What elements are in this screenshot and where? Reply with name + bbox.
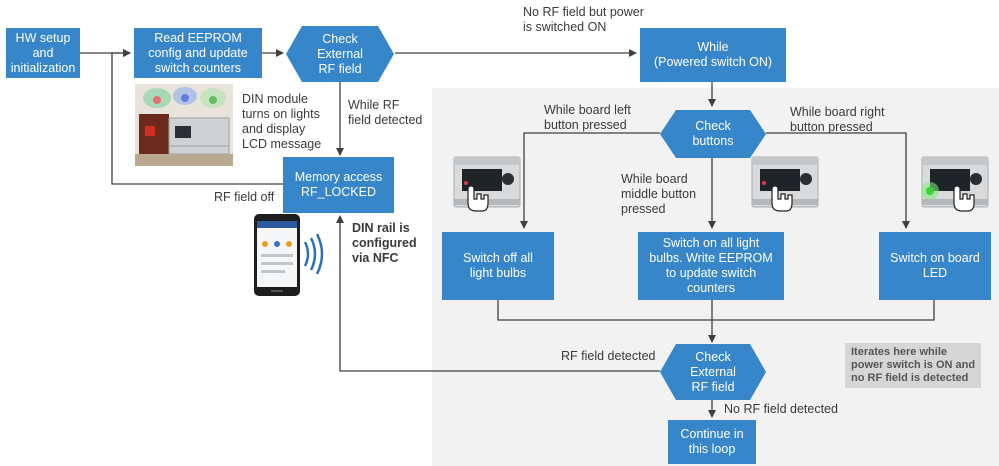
label-no-rf-power-on: No RF field but power is switched ON: [523, 5, 644, 34]
read-eeprom-box: Read EEPROM config and update switch cou…: [134, 28, 262, 78]
continue-loop-box: Continue in this loop: [668, 420, 756, 464]
hw-setup-box: HW setup and initialization: [6, 28, 80, 78]
check-rf-top-decision: Check External RF field: [286, 26, 394, 82]
label-din-nfc: DIN rail is configured via NFC: [352, 221, 417, 265]
switch-on-box: Switch on all light bulbs. Write EEPROM …: [638, 232, 784, 300]
arrow-buttons-left: [520, 132, 660, 229]
switch-off-box: Switch off all light bulbs: [442, 232, 554, 300]
hw-setup-text: HW setup and initialization: [10, 30, 76, 75]
label-no-rf-detected: No RF field detected: [724, 402, 838, 416]
hexagon-shape: [286, 26, 394, 82]
switch-on-text: Switch on all light bulbs. Write EEPROM …: [649, 236, 773, 295]
switch-led-text: Switch on board LED: [890, 251, 980, 280]
switch-off-text: Switch off all light bulbs: [463, 251, 533, 280]
hexagon-shape: [660, 344, 766, 400]
nfc-waves-icon: [303, 234, 324, 274]
label-while-rf-detected: While RF field detected: [348, 98, 423, 127]
check-rf-bottom-decision: Check External RF field: [660, 344, 766, 400]
check-buttons-decision: Check buttons: [660, 110, 766, 158]
din-rail-middle-button-photo: [751, 156, 819, 212]
continue-loop-text: Continue in this loop: [680, 427, 744, 456]
smartphone-icon: [254, 214, 300, 296]
arrow-rf-to-memory: [336, 215, 660, 372]
merge-line: [497, 300, 935, 321]
check-rf-top-text: Check External RF field: [317, 31, 363, 76]
check-buttons-text: Check buttons: [692, 119, 734, 148]
switch-led-box: Switch on board LED: [879, 232, 991, 300]
label-left-pressed: While board left button pressed: [544, 103, 631, 132]
din-rail-left-button-photo: [453, 156, 521, 212]
memory-access-text: Memory access RF_LOCKED: [294, 170, 383, 199]
while-powered-box: While (Powered switch ON): [640, 28, 786, 82]
label-rf-field-off: RF field off: [214, 190, 275, 204]
while-powered-text: While (Powered switch ON): [653, 40, 773, 69]
label-right-pressed: While board right button pressed: [790, 105, 885, 134]
memory-access-box: Memory access RF_LOCKED: [283, 157, 394, 213]
iterates-note: Iterates here while power switch is ON a…: [845, 343, 982, 388]
label-middle-pressed: While board middle button pressed: [621, 172, 697, 216]
arrow-memory-to-eeprom: [111, 49, 283, 185]
arrow-buttons-right: [766, 132, 910, 229]
check-rf-bottom-text: Check External RF field: [690, 349, 736, 394]
hexagon-shape: [660, 110, 766, 158]
din-rail-right-button-photo: [921, 156, 989, 212]
din-module-photo: [135, 84, 233, 166]
label-din-module: DIN module turns on lights and display L…: [242, 92, 322, 151]
label-rf-detected-bottom: RF field detected: [561, 349, 656, 363]
read-eeprom-text: Read EEPROM config and update switch cou…: [148, 30, 248, 75]
